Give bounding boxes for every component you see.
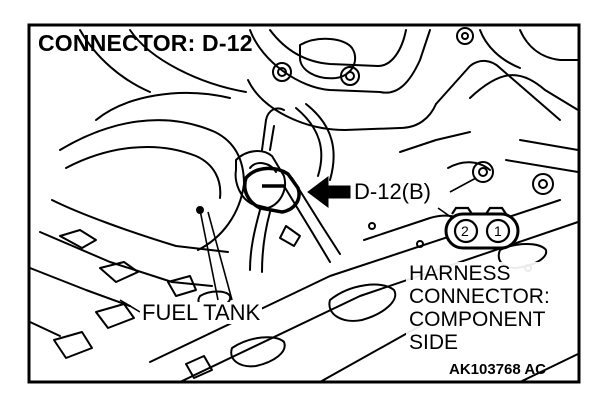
connector-d12-body: [243, 166, 301, 214]
connector-pointer-arrow: [307, 176, 351, 208]
fuel-tank-label: FUEL TANK: [140, 300, 263, 325]
harness-caption-line-3: COMPONENT: [409, 308, 546, 331]
harness-connector-caption: HARNESS CONNECTOR: COMPONENT SIDE: [406, 262, 553, 354]
diagram-title: CONNECTOR: D-12: [38, 30, 253, 56]
pin-1-cavity: [485, 218, 511, 244]
harness-caption-line-1: HARNESS: [409, 262, 511, 285]
pin-2-cavity: [453, 218, 479, 244]
fuel-tank-marker-dot: [196, 206, 204, 214]
pin-1-label: 1: [494, 223, 502, 239]
connector-callout-label: D-12(B): [352, 179, 434, 204]
figure-code: AK103768 AC: [449, 361, 546, 378]
pin-2-label: 2: [461, 223, 469, 239]
leader-lines: [119, 177, 477, 313]
underbody-linework: [29, 27, 579, 383]
harness-caption-line-2: CONNECTOR:: [409, 285, 550, 308]
harness-connector-face: [444, 206, 520, 250]
harness-caption-line-4: SIDE: [409, 331, 459, 354]
